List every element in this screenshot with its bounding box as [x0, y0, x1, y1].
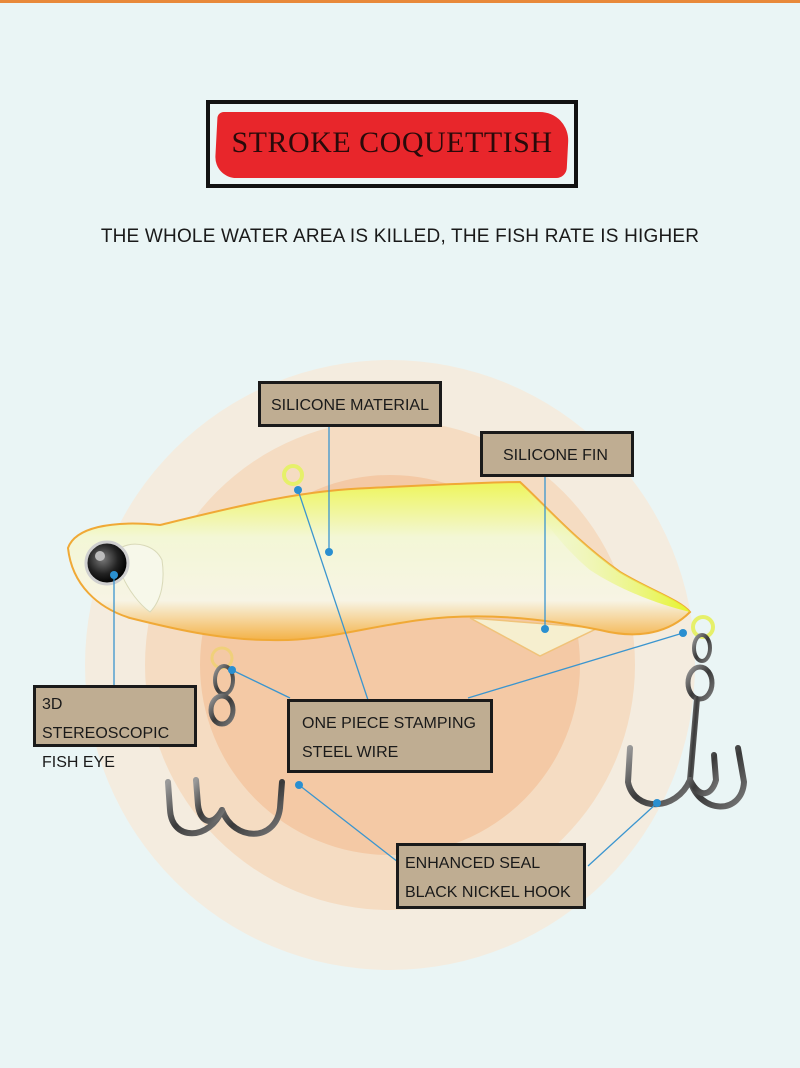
treble-hook-icon [165, 664, 285, 837]
lure-head-plate [119, 543, 164, 613]
fish-eye-icon [84, 540, 130, 586]
line-tie-ring [282, 464, 304, 486]
treble-hook-icon [624, 633, 748, 810]
label-hook: ENHANCED SEAL BLACK NICKEL HOOK [396, 843, 586, 909]
label-hook-line2: BLACK NICKEL HOOK [405, 884, 571, 901]
pointer-lines [113, 425, 684, 867]
page-subtitle: THE WHOLE WATER AREA IS KILLED, THE FISH… [100, 226, 700, 247]
label-steel-wire-line1: ONE PIECE STAMPING [302, 715, 476, 732]
label-fish-eye-line2: FISH EYE [42, 754, 115, 771]
silicone-fin-shape [469, 617, 601, 657]
title-banner: STROKE COQUETTISH [206, 100, 578, 188]
eye-highlight [95, 551, 105, 561]
label-fish-eye: 3D STEREOSCOPIC FISH EYE [33, 685, 197, 771]
label-steel-wire: ONE PIECE STAMPING STEEL WIRE [287, 699, 493, 773]
pointer-dots [110, 486, 687, 807]
label-hook-line1: ENHANCED SEAL [405, 855, 541, 872]
label-silicone-fin-text: SILICONE FIN [503, 447, 608, 464]
label-steel-wire-line2: STEEL WIRE [302, 744, 399, 761]
label-silicone-material: SILICONE MATERIAL [258, 381, 442, 427]
label-fish-eye-line1: 3D STEREOSCOPIC [42, 696, 170, 742]
label-silicone-material-text: SILICONE MATERIAL [271, 397, 429, 414]
top-accent-bar [0, 0, 800, 3]
page-title: STROKE COQUETTISH [231, 126, 553, 159]
label-silicone-fin: SILICONE FIN [480, 431, 634, 477]
